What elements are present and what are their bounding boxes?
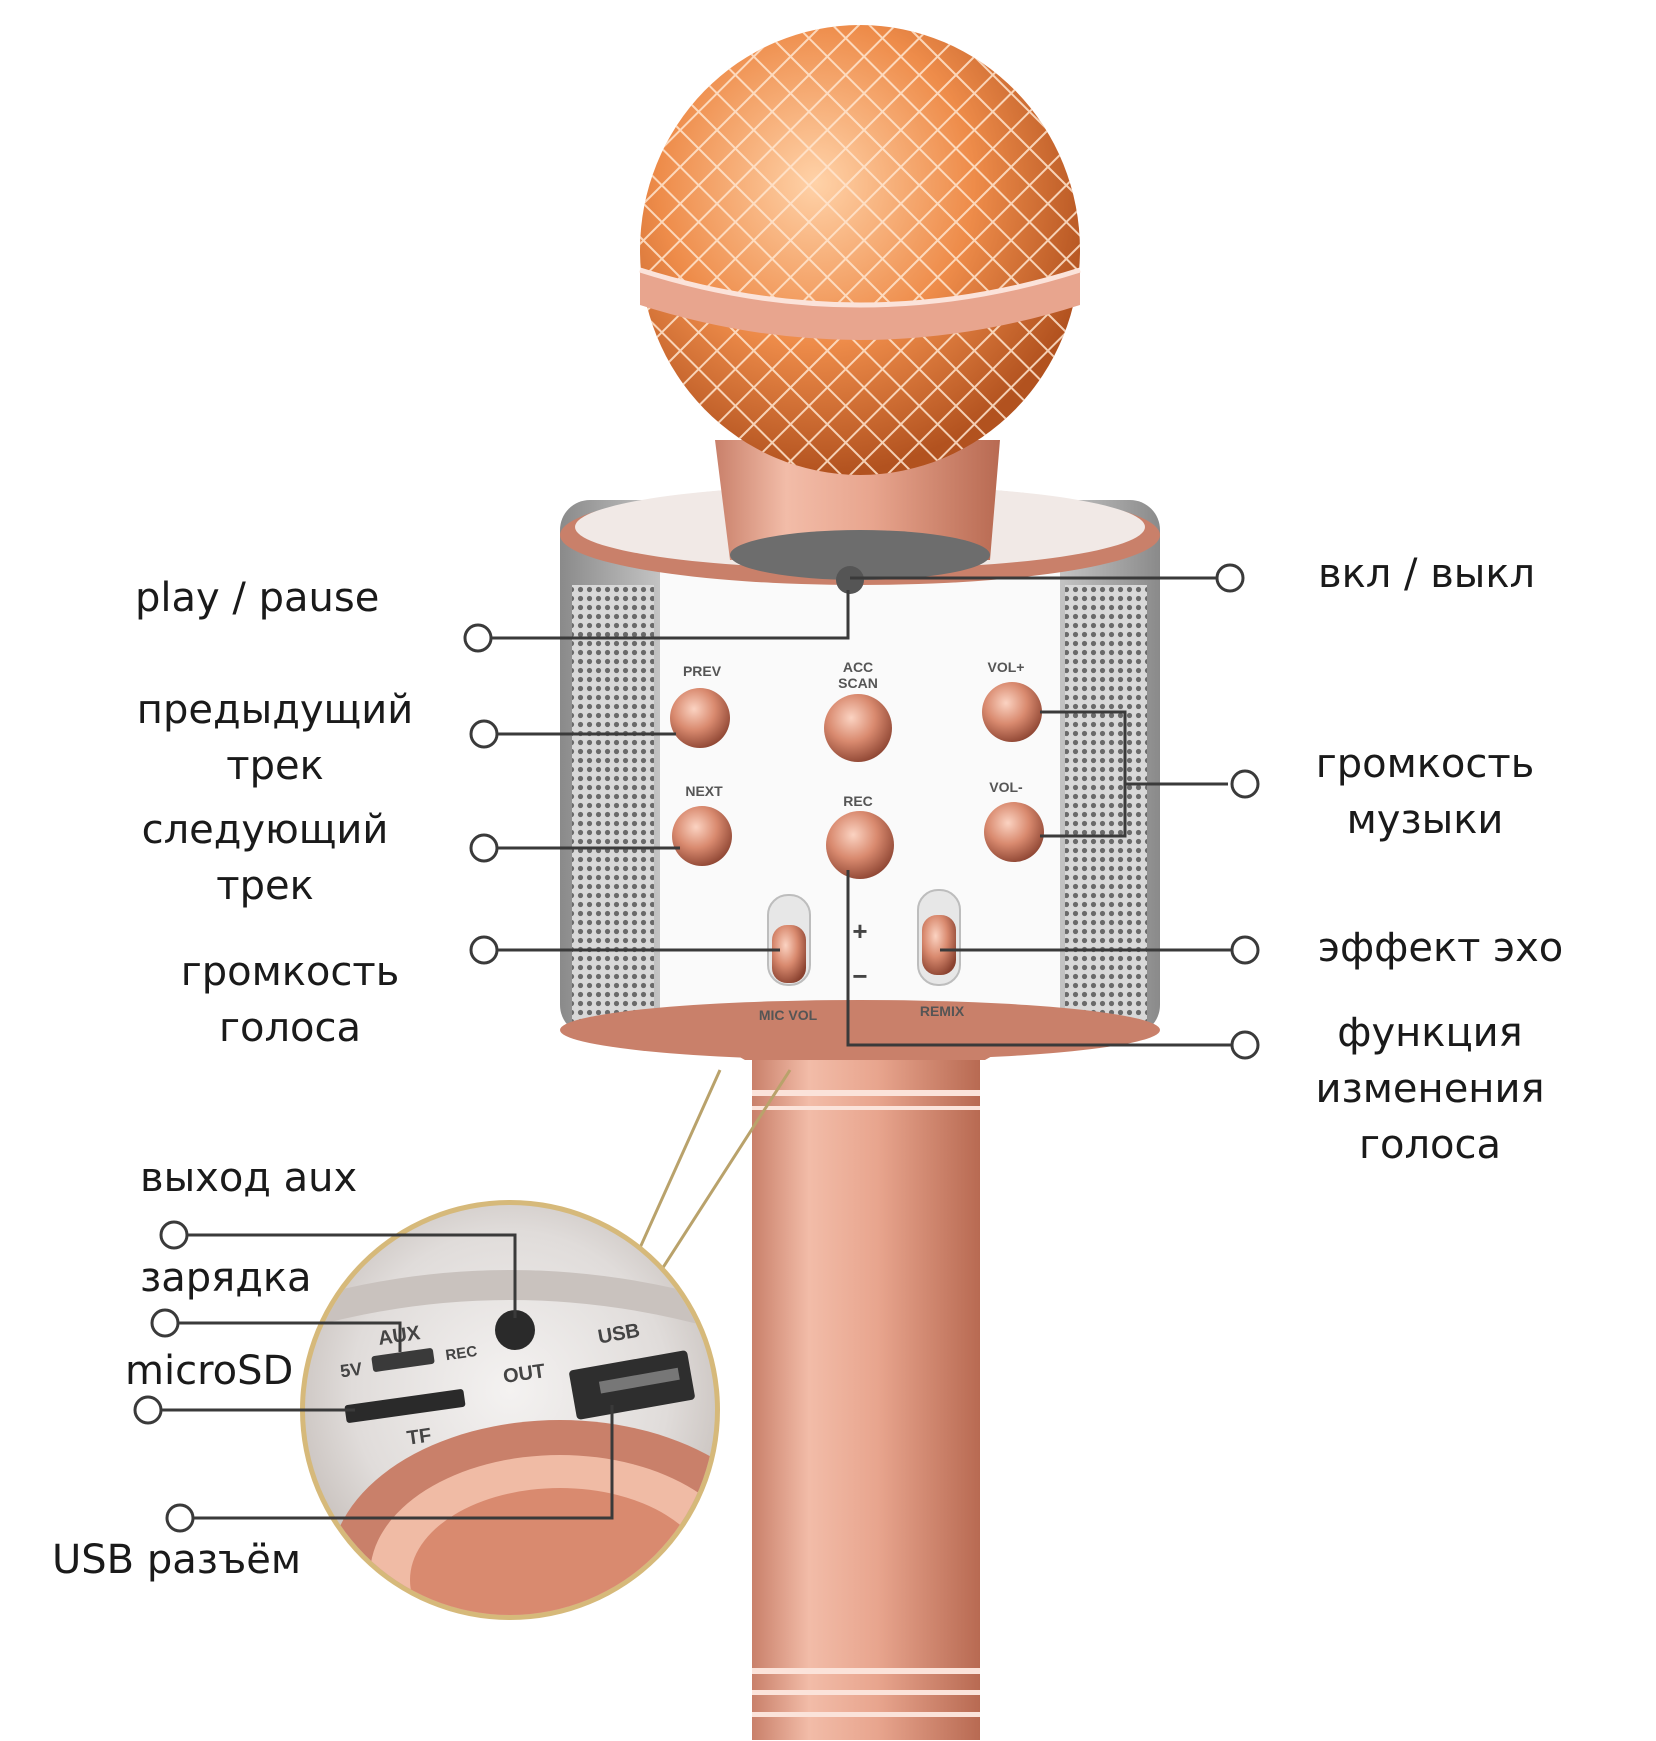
vol-minus-label: VOL- [989, 779, 1023, 795]
ports-inset: AUX 5V REC OUT USB TF [300, 1200, 720, 1620]
leader-voice-change [846, 870, 1245, 1047]
rec-button[interactable] [826, 811, 894, 879]
leader-aux [174, 1233, 517, 1318]
acc-scan-button[interactable] [824, 694, 892, 762]
label-next-track: следующий трек [100, 802, 430, 914]
scan-label: SCAN [838, 675, 878, 691]
label-mic-volume-line1: громкость [180, 949, 400, 995]
label-charging: зарядка [140, 1255, 312, 1301]
tf-slot[interactable] [344, 1389, 466, 1424]
label-music-volume-line2: музыки [1346, 797, 1504, 843]
label-prev-track: предыдущий трек [100, 682, 450, 794]
aux-out-jack[interactable] [495, 1310, 535, 1350]
label-play-pause: play / pause [135, 575, 380, 621]
remix-label: REMIX [920, 1003, 965, 1019]
vol-minus-button[interactable] [984, 802, 1044, 862]
minus-label: − [852, 961, 867, 991]
dot-music-vol [1230, 769, 1260, 799]
leader-play-pause [478, 590, 850, 640]
label-music-volume-line1: громкость [1315, 741, 1535, 787]
next-button[interactable] [672, 806, 732, 866]
leader-music-vol [1040, 710, 1228, 838]
label-voice-change-line2: изменения [1315, 1066, 1545, 1112]
vol-plus-button[interactable] [982, 682, 1042, 742]
label-echo: эффект эхо [1318, 925, 1564, 971]
microphone-neck [715, 440, 1000, 560]
tf-port-label: TF [406, 1424, 433, 1449]
dot-charging [150, 1308, 180, 1338]
dot-echo [1230, 935, 1260, 965]
mic-vol-label: MIC VOL [759, 1007, 818, 1023]
label-power: вкл / выкл [1318, 551, 1536, 597]
next-label: NEXT [685, 783, 723, 799]
label-prev-track-line1: предыдущий [136, 687, 414, 733]
leader-lines [148, 576, 1245, 1520]
remix-slider[interactable] [922, 915, 956, 975]
5v-port-label: 5V [339, 1359, 364, 1382]
label-usb-port: USB разъём [52, 1537, 302, 1583]
dot-usb [165, 1503, 195, 1533]
microphone-handle [752, 1050, 980, 1740]
label-next-track-line2: трек [216, 863, 314, 909]
vol-plus-label: VOL+ [988, 659, 1025, 675]
power-button[interactable] [836, 566, 864, 594]
dot-voice-change [1230, 1030, 1260, 1060]
dot-mic-vol [469, 935, 499, 965]
label-next-track-line1: следующий [141, 807, 389, 853]
label-voice-change-line3: голоса [1358, 1122, 1502, 1168]
dot-next [469, 833, 499, 863]
dot-prev [469, 719, 499, 749]
leader-endpoints [133, 563, 1260, 1533]
dot-microsd [133, 1395, 163, 1425]
label-aux-out: выход aux [140, 1155, 358, 1201]
mic-vol-slider[interactable] [772, 925, 806, 983]
prev-label: PREV [683, 663, 722, 679]
microphone-grille [639, 25, 1081, 475]
rec-label: REC [843, 793, 873, 809]
leader-charging [165, 1321, 402, 1352]
micro-usb-slot[interactable] [371, 1348, 435, 1372]
leader-usb [180, 1405, 614, 1520]
label-microsd: microSD [125, 1348, 294, 1394]
dot-aux [159, 1220, 189, 1250]
acc-label: ACC [843, 659, 873, 675]
inset-pointer [628, 1069, 792, 1281]
label-music-volume: громкость музыки [1290, 736, 1560, 848]
label-voice-change: функция изменения голоса [1290, 1005, 1570, 1173]
dot-power [1215, 563, 1245, 593]
plus-label: + [852, 916, 867, 946]
label-mic-volume: громкость голоса [140, 944, 440, 1056]
rec-port-label: REC [445, 1343, 479, 1364]
prev-button[interactable] [670, 688, 730, 748]
label-voice-change-line1: функция [1337, 1010, 1523, 1056]
control-buttons: PREV ACC SCAN VOL+ NEXT REC VOL- + − MIC… [670, 659, 1044, 1023]
dot-play-pause [463, 623, 493, 653]
label-prev-track-line2: трек [226, 743, 324, 789]
label-mic-volume-line2: голоса [218, 1005, 362, 1051]
